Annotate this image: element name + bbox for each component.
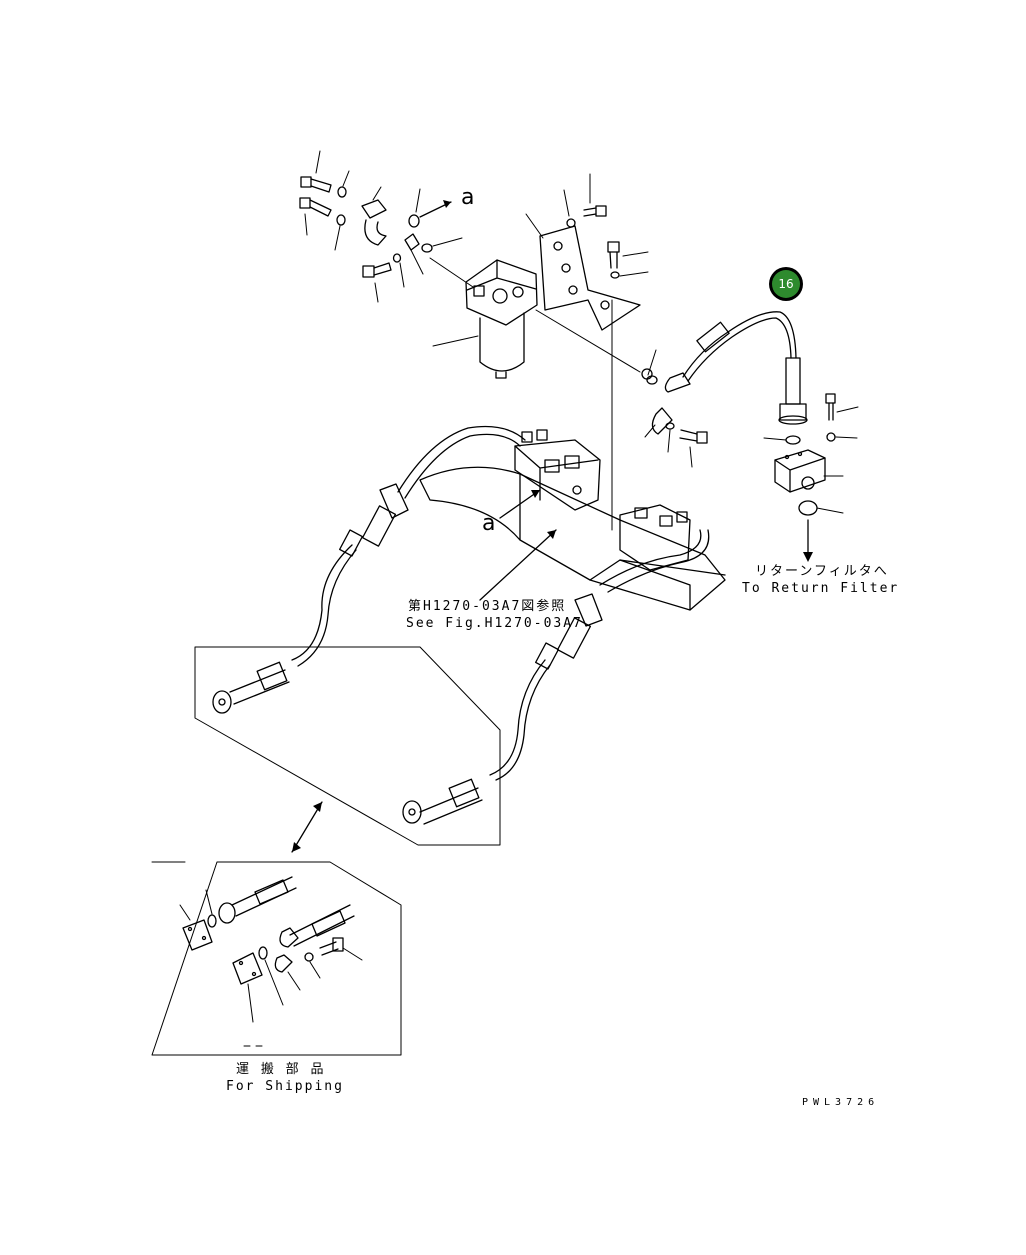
shipping-label-en: For Shipping: [226, 1079, 344, 1094]
mounting-bracket: [525, 173, 649, 531]
see-fig-label-jp: 第H1270-03A7図参照: [408, 598, 566, 614]
callout-16[interactable]: 16: [769, 267, 803, 301]
shipping-hose-box: [194, 646, 501, 853]
top-left-fasteners: a: [299, 150, 474, 303]
mid-flange-parts: [644, 407, 708, 468]
return-filter-label-en: To Return Filter: [742, 581, 899, 596]
shipping-parts-box: 運 搬 部 品 For Shipping: [151, 861, 402, 1094]
detail-a-label-top: a: [461, 185, 474, 210]
return-filter-label-jp: リターンフィルタへ: [755, 564, 889, 579]
shipping-label-jp: 運 搬 部 品: [236, 1062, 325, 1077]
return-hose: [641, 311, 808, 425]
return-block: リターンフィルタへ To Return Filter: [742, 393, 899, 596]
see-fig-label-en: See Fig.H1270-03A7: [406, 616, 583, 631]
main-frame: a 第H1270-03A7図参照 See Fig.H1270-03A7: [397, 425, 726, 631]
filter-assembly: [429, 257, 538, 379]
left-hose-fittings: [291, 483, 603, 781]
callout-16-badge: [772, 270, 800, 298]
drawing-code: PWL3726: [802, 1097, 879, 1108]
callout-16-number: 16: [778, 277, 793, 291]
detail-a-label-bottom: a: [482, 511, 495, 536]
